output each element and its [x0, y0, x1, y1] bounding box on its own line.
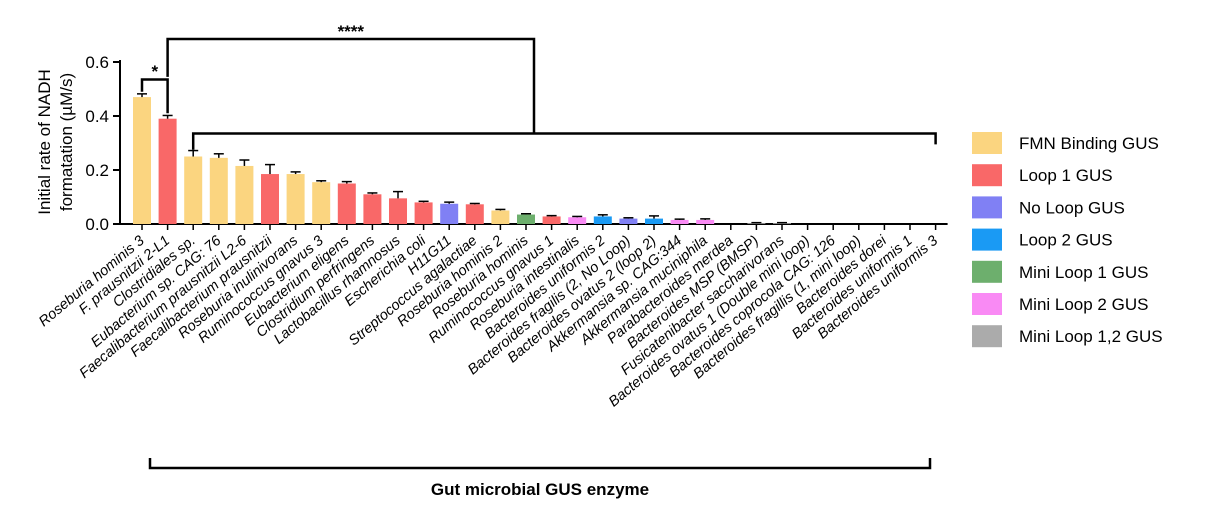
legend-label: No Loop GUS [1019, 198, 1125, 217]
legend-swatch [972, 196, 1002, 219]
bar [286, 174, 305, 224]
legend-label: Loop 2 GUS [1019, 231, 1113, 250]
bar [312, 182, 331, 224]
bar [261, 174, 279, 224]
bar [593, 216, 612, 224]
bar [670, 219, 689, 224]
legend-swatch [972, 260, 1002, 283]
bar [491, 210, 510, 224]
y-tick-label: 0.6 [85, 53, 109, 72]
significance-near-label: * [151, 62, 158, 81]
y-axis-label-line2: formatation (µM/s) [57, 73, 76, 211]
bar [773, 223, 791, 224]
bar [465, 204, 484, 224]
bar [235, 165, 254, 224]
y-tick-label: 0.4 [85, 107, 109, 126]
legend-swatch [972, 164, 1002, 187]
bar [158, 118, 177, 224]
bar [363, 194, 382, 224]
legend: FMN Binding GUS Loop 1 GUS No Loop GUS Loop… [972, 132, 1163, 348]
significance-bracket [191, 132, 937, 150]
bar [568, 217, 587, 224]
y-tick-label: 0.0 [85, 215, 109, 234]
bar [747, 223, 766, 224]
axes: 0.0 0.2 0.4 0.6 [85, 53, 948, 234]
significance-far-label: **** [338, 22, 365, 41]
legend-label: Mini Loop 2 GUS [1019, 295, 1148, 314]
x-axis-bracket-line [148, 458, 932, 470]
significance-bracket [140, 78, 169, 114]
bar [337, 183, 356, 224]
significance-brackets [140, 37, 937, 150]
legend-label: Mini Loop 1 GUS [1019, 263, 1148, 282]
legend-label: Loop 1 GUS [1019, 166, 1113, 185]
bar [440, 203, 459, 224]
y-axis-label-line1: Initial rate of NADH [35, 69, 54, 215]
bar [389, 198, 407, 224]
bar [696, 219, 715, 224]
bar [184, 156, 203, 224]
significance-bracket [166, 37, 536, 134]
legend-swatch [972, 228, 1002, 251]
bars-group [133, 93, 791, 224]
legend-swatch [972, 293, 1002, 315]
legend-swatch [972, 325, 1002, 348]
legend-label: Mini Loop 1,2 GUS [1019, 327, 1163, 346]
bar [517, 214, 535, 224]
legend-swatch [972, 132, 1002, 154]
bar [619, 218, 638, 224]
bar [133, 97, 151, 224]
bar [645, 218, 663, 224]
y-tick-label: 0.2 [85, 161, 109, 180]
bar [542, 216, 561, 224]
x-axis-bracket [148, 458, 932, 470]
bar [209, 157, 228, 224]
bar [414, 202, 433, 224]
x-axis-label: Gut microbial GUS enzyme [431, 480, 649, 499]
category-labels: Roseburia hominis 3F. prausnitzii 2-L1Cl… [36, 224, 941, 410]
legend-label: FMN Binding GUS [1019, 134, 1159, 153]
